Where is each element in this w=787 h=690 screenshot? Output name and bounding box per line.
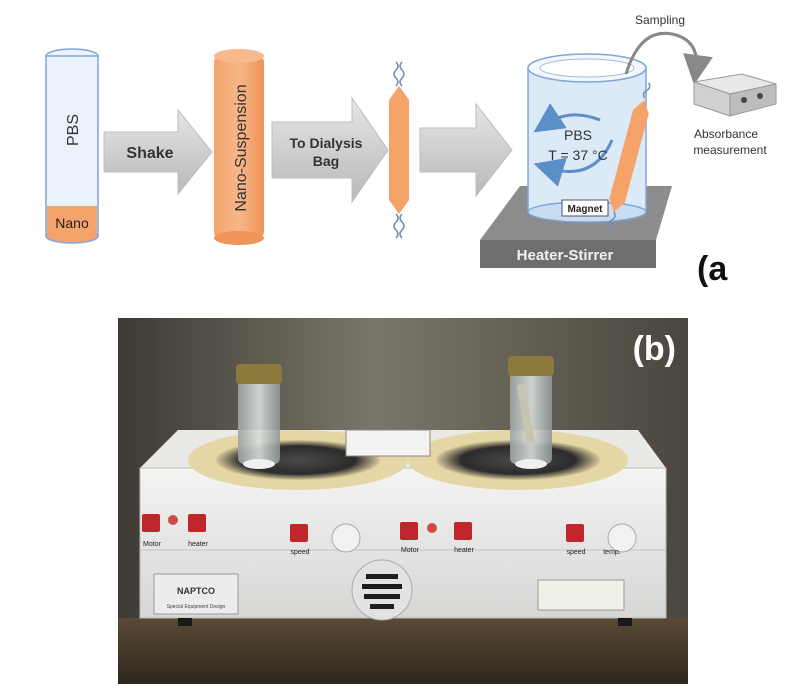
temp-knob[interactable]: [607, 523, 637, 553]
sampling-arrow-icon: [624, 31, 713, 85]
stirring-arrow-icon: [533, 139, 614, 187]
switch-label: heater: [454, 547, 475, 554]
sampling-label: Sampling: [635, 13, 685, 27]
fan-grille: [351, 559, 413, 621]
heater-stirrer-label: Heater-Stirrer: [517, 247, 614, 264]
pbs-tube: [45, 48, 99, 244]
stirring-arrow-top-icon: [533, 103, 601, 133]
panel-b-label: (b): [632, 330, 676, 368]
shelf: [118, 618, 688, 684]
panel-a-label: (a: [697, 250, 728, 288]
speed-switch-right[interactable]: [566, 524, 584, 542]
shake-label: Shake: [126, 145, 173, 162]
pbs-label: PBS: [65, 114, 82, 146]
switch-label: Motor: [143, 541, 162, 548]
apparatus-photo: Motor heater speed Motor heater speed te…: [118, 318, 688, 684]
dialysis-schematic: PBS Nano Shake Nano-Suspension To Dialys…: [45, 13, 777, 268]
heater-switch-right[interactable]: [454, 522, 472, 540]
shake-arrow: [103, 108, 213, 196]
switch-label: Motor: [401, 547, 420, 554]
indicator-light-left: [168, 515, 178, 525]
vial-right: [508, 356, 554, 469]
heater-switch-left[interactable]: [188, 514, 206, 532]
indicator-light-right: [427, 523, 437, 533]
apparatus-illustration: Motor heater speed Motor heater speed te…: [118, 318, 688, 684]
dialysis-bag-in-beaker: [608, 82, 651, 228]
beaker-pbs-label: PBS: [564, 127, 592, 143]
speed-switch-left[interactable]: [290, 524, 308, 542]
switch-label: speed: [566, 549, 585, 556]
nano-label: Nano: [55, 215, 89, 231]
switch-label: speed: [290, 549, 309, 556]
switch-label: temp.: [603, 549, 621, 556]
brand-label: NAPTCO: [177, 586, 215, 596]
absorbance-line2: measurement: [693, 143, 767, 157]
contact-sticker: [537, 579, 625, 611]
dialysis-label-line1: To Dialysis: [290, 135, 363, 151]
info-label-plate: [345, 429, 431, 457]
speed-knob-left[interactable]: [331, 523, 361, 553]
nano-suspension-tube: [214, 49, 264, 245]
motor-switch-left[interactable]: [142, 514, 160, 532]
motor-switch-right[interactable]: [400, 522, 418, 540]
dialysis-arrow: [271, 96, 389, 204]
spectrophotometer-icon: [693, 73, 777, 117]
beaker-temp-label: T = 37 °C: [548, 147, 607, 163]
brand-sticker: [153, 573, 239, 615]
magnet: [561, 199, 609, 217]
nano-suspension-label: Nano-Suspension: [233, 84, 250, 211]
absorbance-line1: Absorbance: [694, 127, 758, 141]
process-arrow: [419, 102, 513, 198]
dialysis-label-line2: Bag: [313, 153, 339, 169]
vial-left: [236, 364, 282, 469]
brand-sub-label: Special Equipment Design: [167, 604, 226, 610]
dialysis-bag: [389, 61, 409, 239]
switch-label: heater: [188, 541, 209, 548]
magnet-label: Magnet: [568, 204, 604, 215]
